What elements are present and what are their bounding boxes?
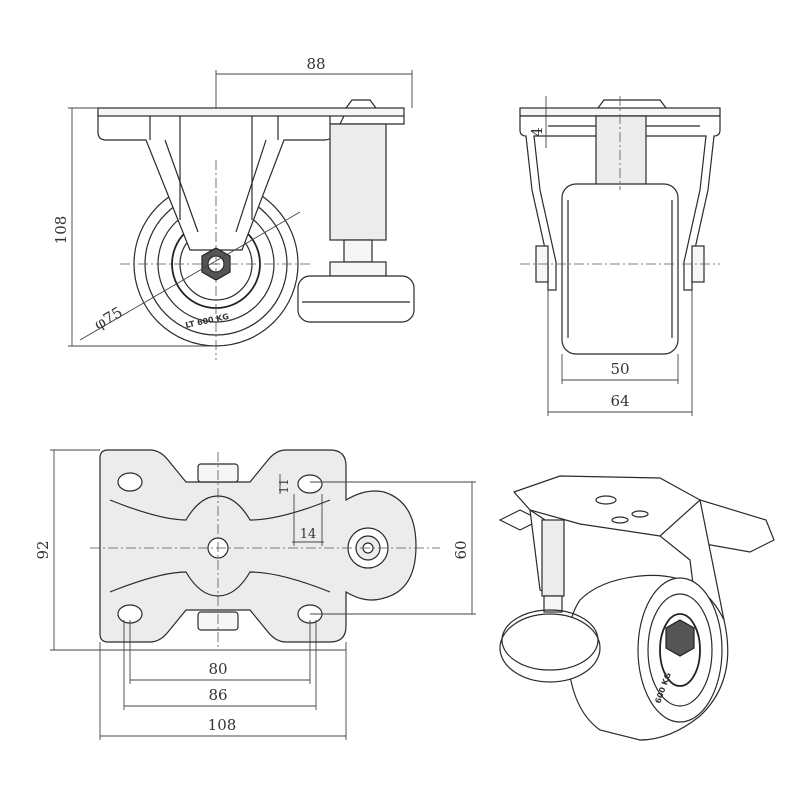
iso-axle-nut-icon bbox=[665, 619, 695, 657]
front-view: 4 50 64 bbox=[519, 96, 721, 416]
front-fork bbox=[519, 115, 721, 291]
iso-wheel-bearing bbox=[659, 613, 701, 687]
dim-88-label: 88 bbox=[306, 55, 325, 73]
iso-plate-hole bbox=[595, 495, 617, 505]
dim-108b-label: 108 bbox=[208, 716, 237, 734]
iso-leveler-pad bbox=[499, 613, 601, 683]
side-fork-inner-lines bbox=[164, 139, 267, 233]
dim-64-label: 64 bbox=[610, 392, 629, 410]
dim-86-label: 86 bbox=[208, 686, 227, 704]
top-view: 92 60 11 14 80 86 108 bbox=[34, 449, 476, 740]
iso-wheel-rim bbox=[647, 593, 713, 707]
dim-11-label: 11 bbox=[277, 478, 291, 493]
side-fork-bracket bbox=[97, 111, 347, 251]
dim-108-label: 108 bbox=[52, 216, 70, 245]
side-leveler-nut bbox=[345, 99, 377, 109]
dim-80-label: 80 bbox=[208, 660, 227, 678]
front-wheel-edges bbox=[567, 200, 673, 338]
front-stem bbox=[595, 115, 647, 189]
mount-hole-top-right bbox=[297, 474, 323, 494]
isometric-view: 600 KG bbox=[498, 475, 775, 741]
iso-plate-hole-2 bbox=[611, 516, 629, 524]
iso-stem-neck bbox=[543, 595, 563, 613]
dim-92-label: 92 bbox=[34, 540, 52, 559]
dim-14-label: 14 bbox=[300, 527, 317, 542]
side-leveler-joint bbox=[329, 261, 387, 277]
iso-leveler-pad-top bbox=[501, 609, 599, 671]
side-fork-ribs bbox=[149, 112, 279, 220]
dim-diameter-label: φ75 bbox=[91, 303, 126, 333]
side-leveler-neck bbox=[343, 239, 373, 263]
side-view: LT 600 KG 88 108 φ75 bbox=[52, 55, 415, 360]
iso-plate-hole-3 bbox=[631, 510, 649, 518]
dim-50-label: 50 bbox=[610, 360, 629, 378]
side-leveler-pad bbox=[297, 275, 415, 323]
dim-4-label: 4 bbox=[528, 127, 546, 137]
iso-top-plate bbox=[512, 475, 775, 553]
side-leveler-stem bbox=[329, 123, 387, 241]
side-top-plate bbox=[97, 107, 405, 117]
dim-diameter-leader bbox=[79, 211, 301, 341]
iso-stem bbox=[541, 519, 565, 597]
mount-hole-top-left bbox=[117, 472, 143, 492]
front-wheel bbox=[561, 183, 679, 355]
front-top-nut bbox=[597, 99, 667, 109]
dim-60-label: 60 bbox=[452, 540, 470, 559]
